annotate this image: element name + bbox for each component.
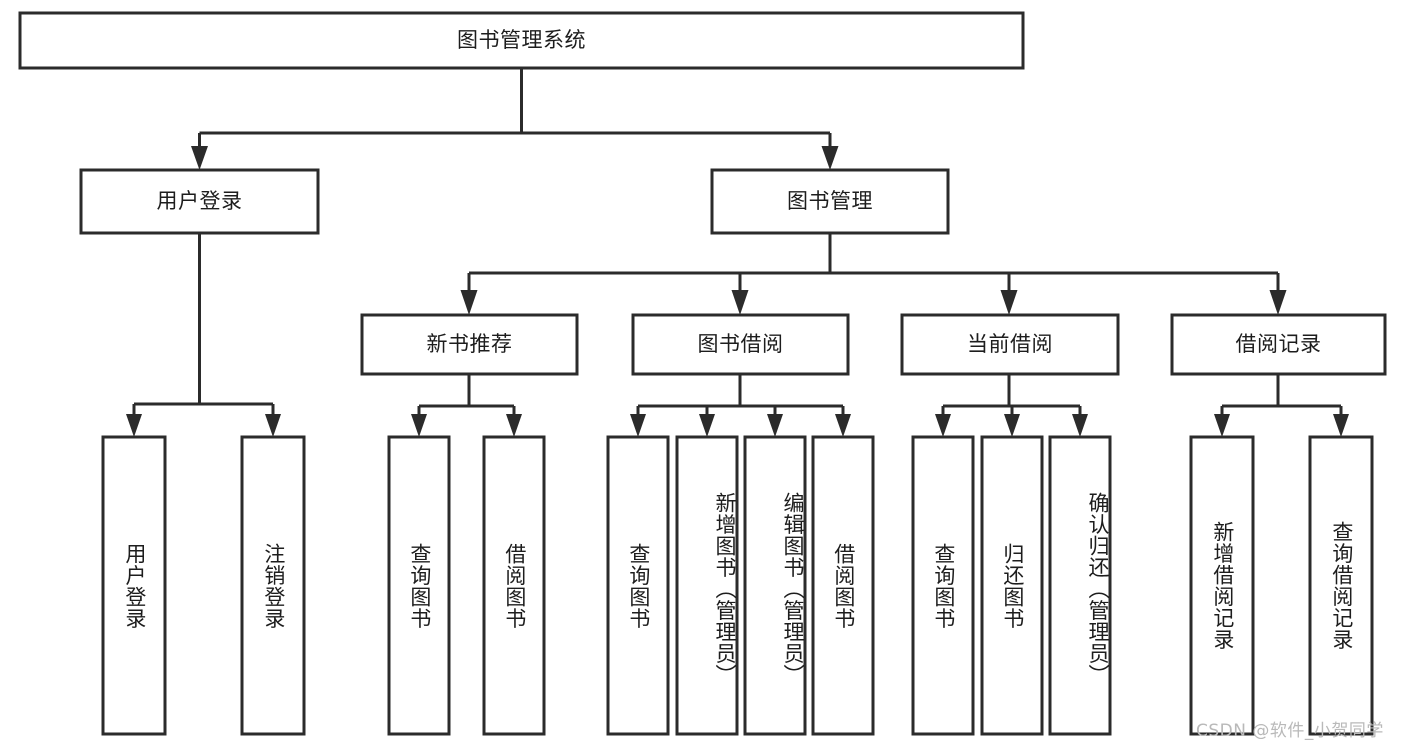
arrow-head-login bbox=[191, 146, 208, 170]
node-box-root[interactable] bbox=[18, 11, 1025, 70]
arrow-head-leaf3 bbox=[411, 414, 427, 437]
node-box-current[interactable] bbox=[900, 313, 1120, 376]
arrow-head-leaf1 bbox=[126, 414, 142, 437]
arrow-head-leaf11 bbox=[1072, 414, 1088, 437]
arrow-head-leaf10 bbox=[1004, 414, 1020, 437]
node-box-leaf11[interactable] bbox=[1048, 435, 1112, 736]
connector-group-root bbox=[191, 68, 839, 170]
node-box-leaf12[interactable] bbox=[1189, 435, 1255, 736]
arrow-head-leaf8 bbox=[835, 414, 851, 437]
arrow-head-leaf7 bbox=[767, 414, 783, 437]
node-box-leaf8[interactable] bbox=[811, 435, 875, 736]
node-box-leaf4[interactable] bbox=[482, 435, 546, 736]
node-box-leaf2[interactable] bbox=[240, 435, 306, 736]
arrow-head-leaf13 bbox=[1333, 414, 1349, 437]
node-box-leaf10[interactable] bbox=[980, 435, 1044, 736]
node-box-leaf13[interactable] bbox=[1308, 435, 1374, 736]
arrow-head-leaf9 bbox=[935, 414, 951, 437]
arrow-head-leaf2 bbox=[265, 414, 281, 437]
arrow-head-newbook bbox=[460, 290, 478, 315]
arrow-head-borrow bbox=[731, 290, 749, 315]
node-box-leaf5[interactable] bbox=[606, 435, 670, 736]
connector-group-newbook bbox=[411, 374, 522, 437]
connector-group-record bbox=[1214, 374, 1349, 437]
arrow-head-leaf5 bbox=[630, 414, 646, 437]
arrow-head-leaf6 bbox=[699, 414, 715, 437]
arrow-head-record bbox=[1269, 290, 1287, 315]
node-box-bookmgmt[interactable] bbox=[710, 168, 950, 235]
arrow-head-leaf12 bbox=[1214, 414, 1230, 437]
node-box-record[interactable] bbox=[1170, 313, 1387, 376]
node-box-login[interactable] bbox=[79, 168, 320, 235]
node-box-leaf9[interactable] bbox=[911, 435, 975, 736]
connector-group-current bbox=[935, 374, 1088, 437]
arrow-head-leaf4 bbox=[506, 414, 522, 437]
node-box-leaf1[interactable] bbox=[101, 435, 167, 736]
node-box-leaf6[interactable] bbox=[675, 435, 739, 736]
node-box-borrow[interactable] bbox=[631, 313, 850, 376]
connector-group-borrow bbox=[630, 374, 851, 437]
connector-group-login bbox=[126, 233, 281, 437]
node-box-newbook[interactable] bbox=[360, 313, 579, 376]
node-box-layer bbox=[18, 11, 1387, 736]
watermark-text: CSDN @软件_小贺同学 bbox=[1196, 721, 1384, 741]
node-box-leaf3[interactable] bbox=[387, 435, 451, 736]
node-box-leaf7[interactable] bbox=[743, 435, 807, 736]
arrow-head-bookmgmt bbox=[821, 146, 839, 170]
connector-group-bookmgmt bbox=[460, 233, 1287, 315]
arrow-head-current bbox=[1000, 290, 1018, 315]
